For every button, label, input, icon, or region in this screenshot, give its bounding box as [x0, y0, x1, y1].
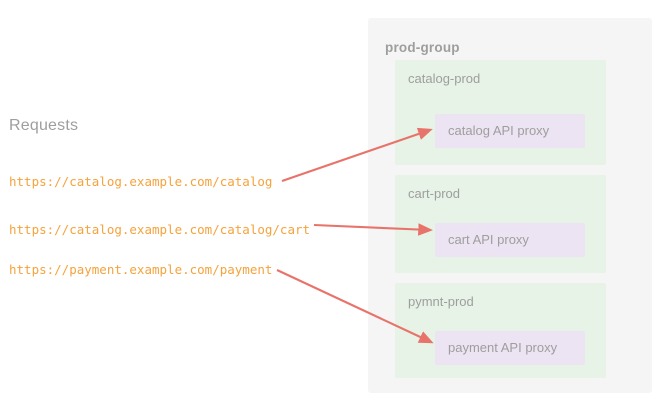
env-label-catalog-prod: catalog-prod — [408, 71, 481, 86]
proxy-label-cart-api-proxy: cart API proxy — [448, 232, 529, 247]
proxy-label-payment-api-proxy: payment API proxy — [448, 340, 558, 355]
env-panel-pymnt-prod: pymnt-prod payment API proxy — [395, 283, 606, 378]
proxy-label-catalog-api-proxy: catalog API proxy — [448, 123, 550, 138]
env-panel-catalog-prod: catalog-prod catalog API proxy — [395, 60, 606, 165]
request-url-catalog: https://catalog.example.com/catalog — [9, 174, 273, 189]
env-label-pymnt-prod: pymnt-prod — [408, 294, 474, 309]
proxy-box-payment-api-proxy[interactable]: payment API proxy — [435, 331, 585, 365]
request-url-payment: https://payment.example.com/payment — [9, 262, 273, 277]
prod-group-panel: prod-group catalog-prod catalog API prox… — [368, 18, 652, 393]
proxy-box-cart-api-proxy[interactable]: cart API proxy — [435, 223, 585, 257]
env-label-cart-prod: cart-prod — [408, 186, 461, 201]
request-url-cart: https://catalog.example.com/catalog/cart — [9, 222, 311, 237]
requests-heading: Requests — [9, 117, 79, 134]
requests-panel: Requests https://catalog.example.com/cat… — [9, 117, 311, 277]
proxy-box-catalog-api-proxy[interactable]: catalog API proxy — [435, 114, 585, 148]
env-panel-cart-prod: cart-prod cart API proxy — [395, 175, 606, 273]
prod-group-title: prod-group — [385, 40, 460, 55]
